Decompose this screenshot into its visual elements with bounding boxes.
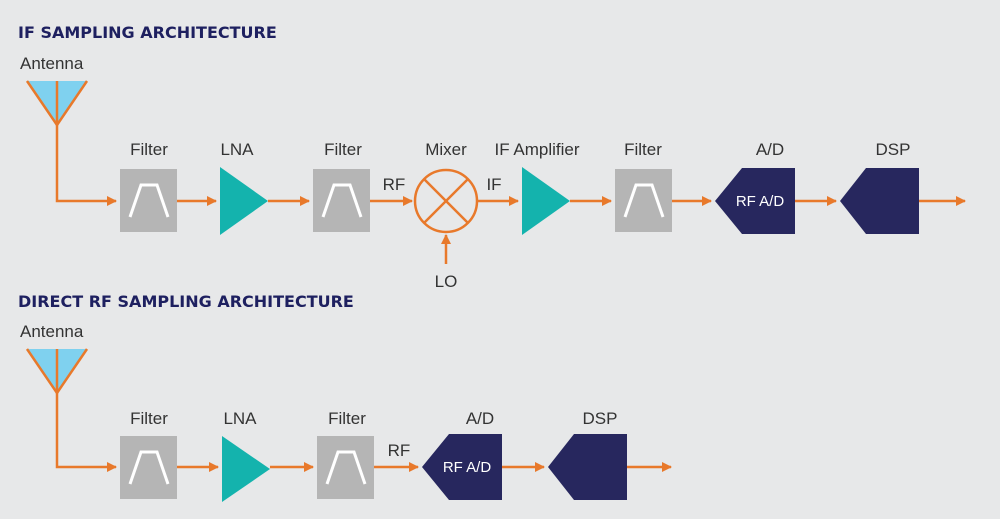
if-lna-amplifier-icon [220,167,268,235]
if-lna-label: LNA [220,140,254,159]
if-dsp-block [840,168,919,234]
direct-rf-signal-label: RF [388,441,411,460]
direct-antenna-icon [25,348,89,396]
direct-filter1-label: Filter [130,409,168,428]
if-antenna-label: Antenna [20,54,84,73]
if-filter2-label: Filter [324,140,362,159]
if-ad-inner-label: RF A/D [736,193,785,210]
if-if-signal-label: IF [486,175,501,194]
direct-filter2-label: Filter [328,409,366,428]
direct-filter2-box [317,436,374,499]
if-section-title: IF SAMPLING ARCHITECTURE [18,23,277,42]
if-lo-label: LO [435,272,458,291]
direct-antenna-label: Antenna [20,322,84,341]
direct-filter1-box [120,436,177,499]
if-ifamp-amplifier-icon [522,167,570,235]
direct-lna-amplifier-icon [222,436,270,502]
if-filter3-box [615,169,672,232]
if-mixer-icon [413,168,479,234]
if-mixer-label: Mixer [425,140,467,159]
direct-dsp-block [548,434,627,500]
direct-antenna-feed-wire [55,393,117,472]
direct-ad-label: A/D [466,409,494,428]
direct-section-title: DIRECT RF SAMPLING ARCHITECTURE [18,292,354,311]
if-ad-label: A/D [756,140,784,159]
if-antenna-feed-wire [55,125,117,206]
if-filter3-label: Filter [624,140,662,159]
direct-rf-sampling-section: DIRECT RF SAMPLING ARCHITECTURE Antenna … [18,292,672,502]
direct-lna-label: LNA [223,409,257,428]
if-rf-signal-label: RF [383,175,406,194]
if-sampling-section: IF SAMPLING ARCHITECTURE Antenna Filter … [18,23,966,291]
direct-ad-inner-label: RF A/D [443,459,492,476]
direct-ad-converter-block [422,434,502,500]
if-ad-converter-block [715,168,795,234]
if-antenna-icon [25,80,89,128]
if-filter1-label: Filter [130,140,168,159]
direct-dsp-label: DSP [583,409,618,428]
if-ifamp-label: IF Amplifier [494,140,579,159]
if-filter2-box [313,169,370,232]
if-filter1-box [120,169,177,232]
if-dsp-label: DSP [876,140,911,159]
